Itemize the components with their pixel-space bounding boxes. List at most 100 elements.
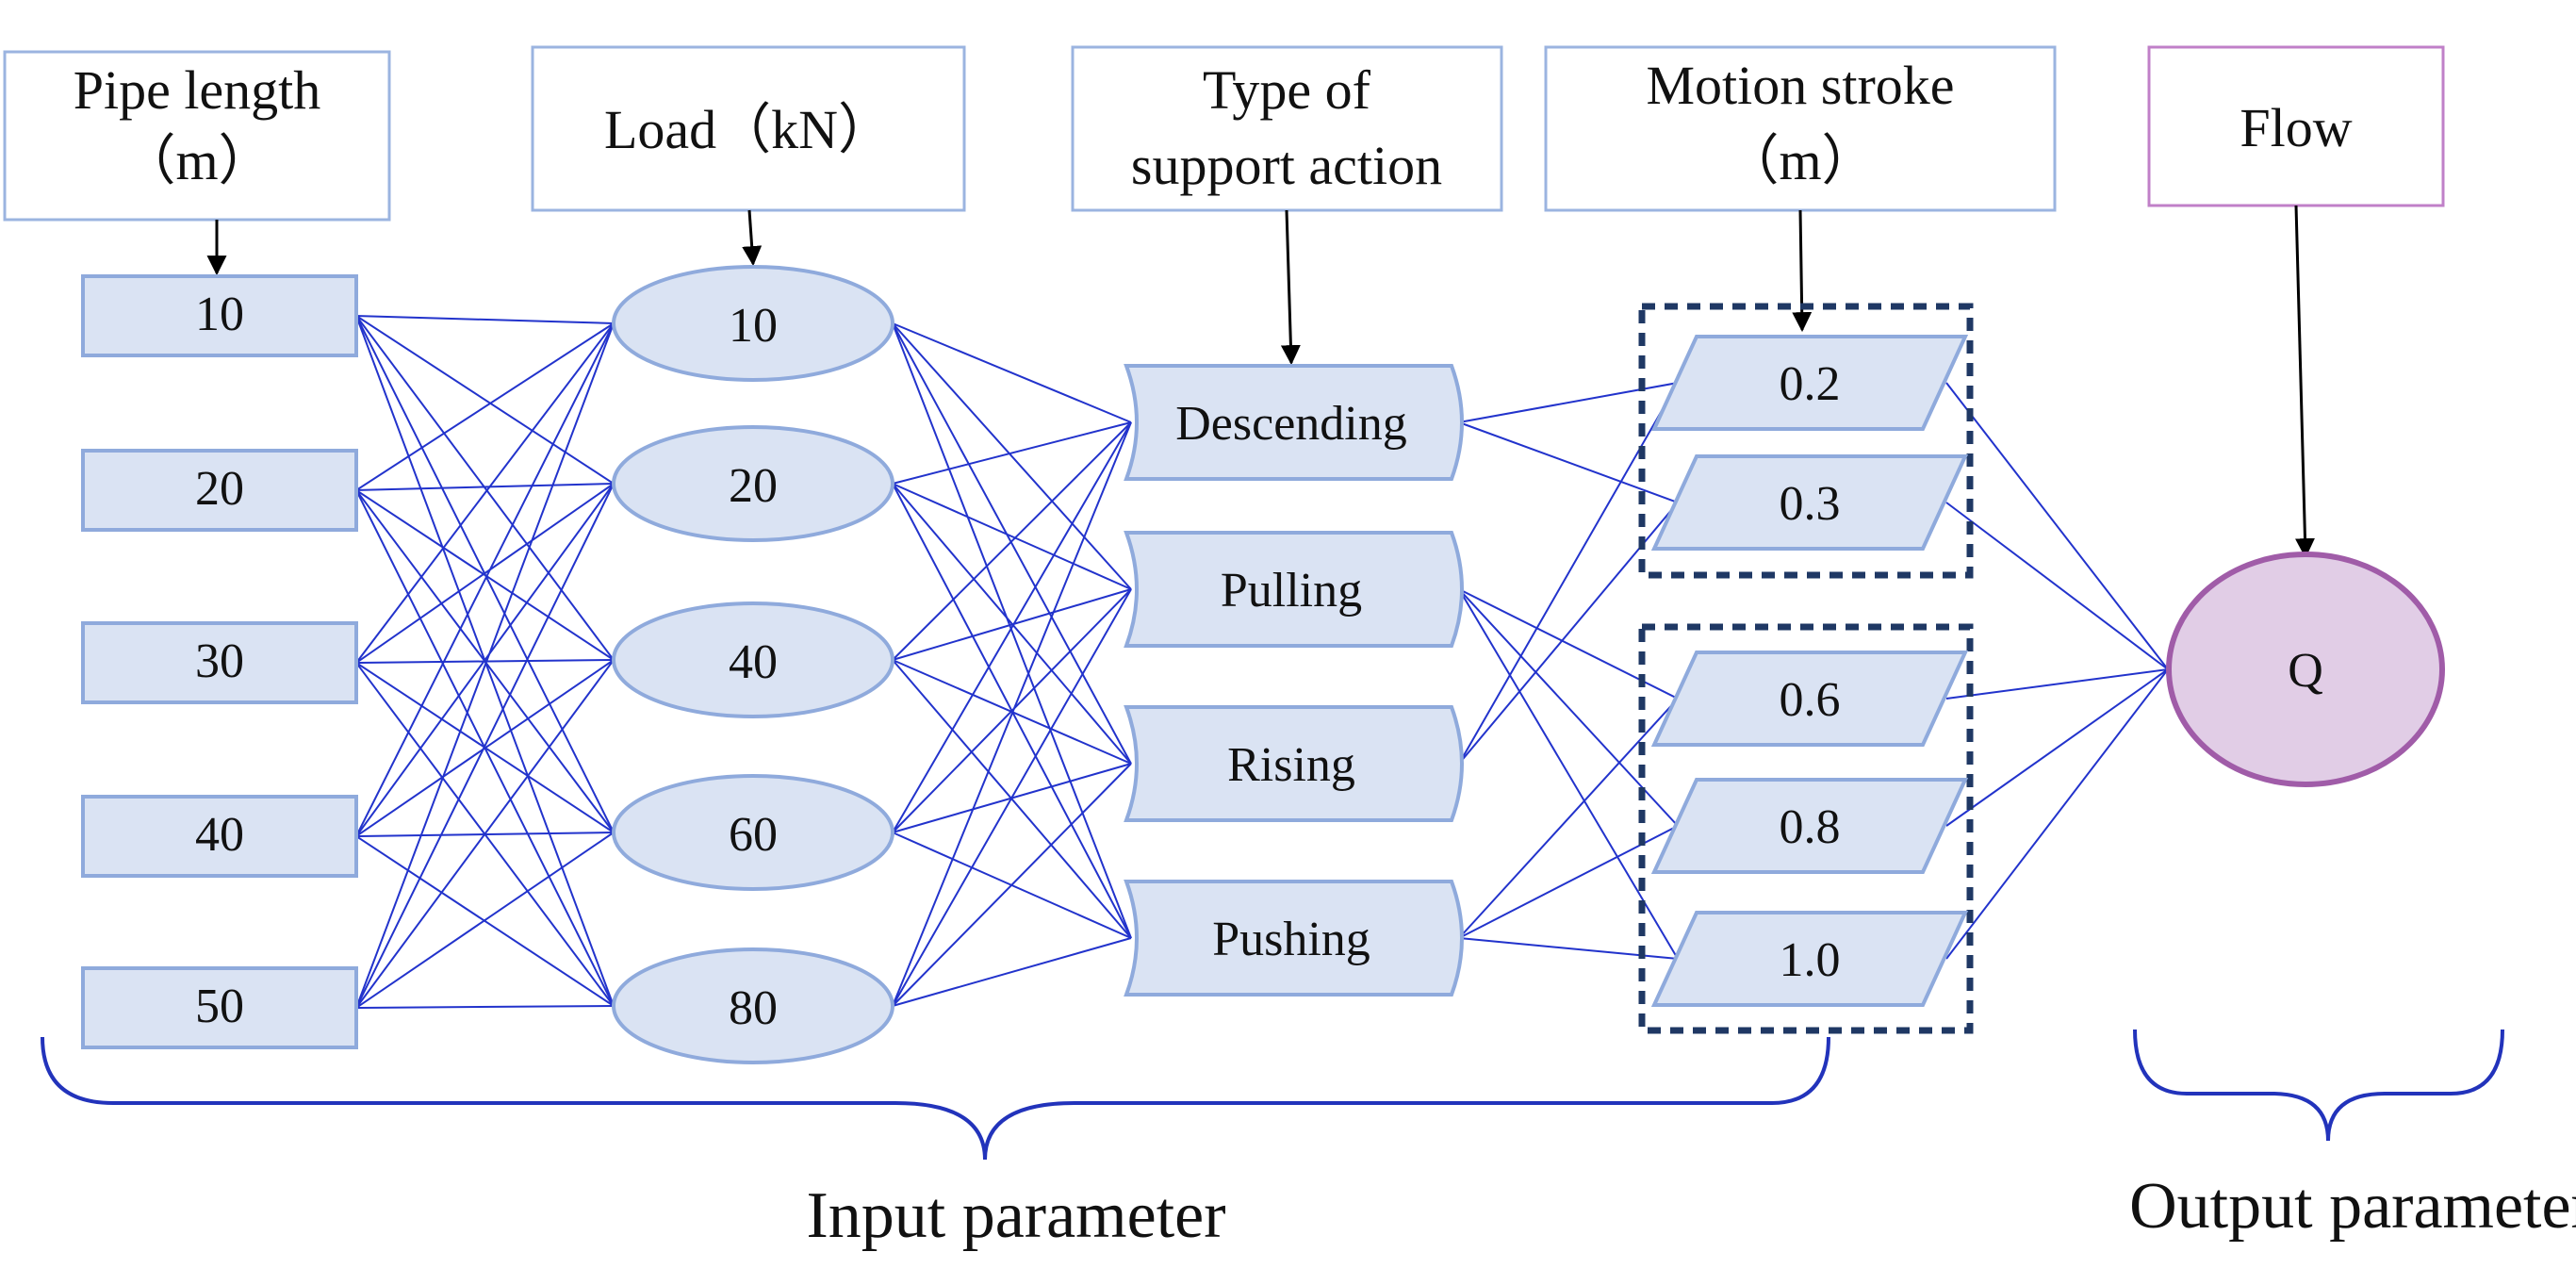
support-action-node: Pushing bbox=[1124, 880, 1464, 997]
pipe-length-value: 40 bbox=[195, 808, 244, 862]
header-support-action-line1: Type of bbox=[1203, 59, 1371, 121]
connection-line bbox=[1945, 668, 2169, 700]
connection-line bbox=[355, 1005, 615, 1009]
connection-line bbox=[892, 421, 1132, 833]
pipe-length-node: 40 bbox=[81, 795, 358, 878]
motion-stroke-value: 1.0 bbox=[1780, 933, 1841, 987]
motion-stroke-node: 0.2 bbox=[1650, 335, 1969, 431]
connection-line bbox=[1458, 698, 1679, 939]
header-flow-text: Flow bbox=[2240, 97, 2352, 158]
support-action-label: Rising bbox=[1227, 738, 1355, 792]
load-value: 10 bbox=[729, 299, 778, 353]
connection-line bbox=[355, 483, 615, 1009]
header-pipe-length-line2: （m） bbox=[121, 130, 272, 191]
connection-line bbox=[892, 421, 1132, 1007]
connection-line bbox=[892, 588, 1132, 833]
connection-line bbox=[355, 322, 615, 491]
load-node: 80 bbox=[612, 947, 894, 1064]
connection-line bbox=[355, 659, 615, 837]
header-motion-stroke-line2: （m） bbox=[1724, 130, 1876, 191]
motion-stroke-node: 0.3 bbox=[1650, 454, 1969, 551]
connection-line bbox=[1458, 588, 1679, 827]
connection-line bbox=[355, 483, 615, 491]
pipe-length-node: 10 bbox=[81, 274, 358, 357]
header-load: Load（kN） bbox=[531, 45, 966, 212]
pipe-length-node: 20 bbox=[81, 449, 358, 532]
header-support-action: Type of support action bbox=[1071, 45, 1503, 212]
arrow-support-action bbox=[1280, 209, 1301, 366]
support-action-node: Descending bbox=[1124, 364, 1464, 481]
connection-line bbox=[892, 588, 1132, 1007]
connection-line bbox=[1945, 668, 2169, 960]
output-brace bbox=[2133, 1029, 2504, 1142]
connection-line bbox=[1945, 668, 2169, 827]
header-load-text: Load（kN） bbox=[604, 99, 893, 160]
motion-stroke-group bbox=[1638, 303, 1974, 579]
motion-stroke-node: 0.6 bbox=[1650, 651, 1969, 747]
load-value: 20 bbox=[729, 459, 778, 513]
connection-line bbox=[892, 322, 1132, 590]
header-support-action-line2: support action bbox=[1131, 135, 1442, 196]
input-parameter-label: Input parameter bbox=[806, 1179, 1225, 1252]
pipe-length-value: 50 bbox=[195, 980, 244, 1033]
header-motion-stroke: Motion stroke （m） bbox=[1544, 45, 2057, 212]
header-flow: Flow bbox=[2147, 45, 2445, 207]
pipe-length-value: 30 bbox=[195, 634, 244, 688]
connection-line bbox=[355, 659, 615, 1009]
connection-line bbox=[892, 421, 1132, 485]
motion-stroke-value: 0.3 bbox=[1780, 477, 1841, 531]
connection-lines bbox=[355, 315, 2169, 1009]
header-pipe-length-line1: Pipe length bbox=[74, 59, 321, 121]
support-action-node: Pulling bbox=[1124, 531, 1464, 648]
support-action-label: Pulling bbox=[1221, 564, 1362, 618]
connection-line bbox=[355, 322, 615, 837]
pipe-length-value: 20 bbox=[195, 462, 244, 516]
input-brace bbox=[41, 1036, 1830, 1161]
connection-line bbox=[355, 315, 615, 324]
load-node: 10 bbox=[612, 265, 894, 382]
connection-line bbox=[892, 588, 1132, 661]
output-label: Q bbox=[2288, 644, 2323, 698]
connection-line bbox=[892, 937, 1132, 1007]
load-value: 60 bbox=[729, 808, 778, 862]
output-node: Q bbox=[2166, 552, 2445, 787]
load-value: 80 bbox=[729, 981, 778, 1035]
arrow-load bbox=[742, 209, 763, 267]
motion-stroke-value: 0.6 bbox=[1780, 673, 1841, 727]
header-motion-stroke-line1: Motion stroke bbox=[1646, 55, 1954, 116]
connection-line bbox=[355, 322, 615, 664]
load-node: 20 bbox=[612, 425, 894, 542]
connection-line bbox=[355, 483, 615, 837]
support-action-label: Pushing bbox=[1212, 913, 1370, 966]
output-parameter-label: Output parameter bbox=[2129, 1170, 2576, 1243]
connection-line bbox=[892, 322, 1132, 939]
motion-stroke-value: 0.8 bbox=[1780, 800, 1841, 854]
connection-line bbox=[1458, 421, 1679, 503]
motion-stroke-node: 0.8 bbox=[1650, 778, 1969, 874]
connection-line bbox=[892, 421, 1132, 661]
motion-stroke-group bbox=[1638, 623, 1974, 1034]
connection-line bbox=[355, 315, 615, 485]
connection-line bbox=[1945, 502, 2169, 670]
motion-stroke-node: 1.0 bbox=[1650, 911, 1969, 1007]
pipe-length-value: 10 bbox=[195, 288, 244, 341]
support-action-node: Rising bbox=[1124, 705, 1464, 822]
load-node: 60 bbox=[612, 774, 894, 891]
load-node: 40 bbox=[612, 601, 894, 718]
pipe-length-node: 50 bbox=[81, 966, 358, 1049]
connection-line bbox=[892, 483, 1132, 590]
connection-line bbox=[355, 483, 615, 664]
load-value: 40 bbox=[729, 635, 778, 689]
pipe-length-node: 30 bbox=[81, 621, 358, 704]
connection-line bbox=[1458, 588, 1679, 960]
support-action-label: Descending bbox=[1175, 397, 1406, 451]
connection-line bbox=[892, 763, 1132, 1007]
motion-stroke-value: 0.2 bbox=[1780, 357, 1841, 411]
arrow-flow bbox=[2294, 205, 2315, 559]
connection-line bbox=[355, 489, 615, 661]
connection-line bbox=[1945, 382, 2169, 670]
connection-line bbox=[355, 832, 615, 1009]
connection-line bbox=[355, 322, 615, 1009]
connection-line bbox=[892, 322, 1132, 423]
